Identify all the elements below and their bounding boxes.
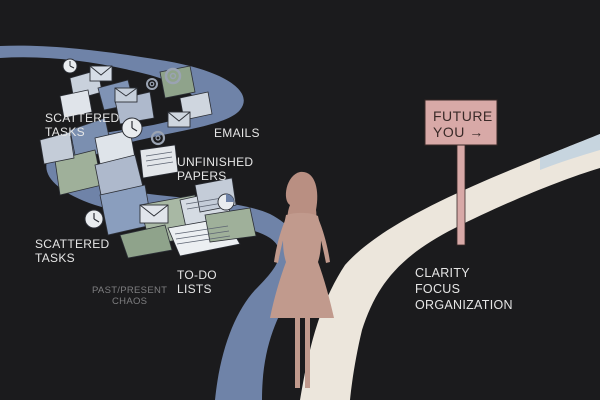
label-line: PAPERS: [177, 169, 227, 183]
gear-icon: [150, 130, 166, 146]
label-line: TASKS: [45, 125, 85, 139]
label-past-present-chaos: PAST/PRESENT CHAOS: [92, 285, 167, 307]
clock-icon: [62, 58, 78, 74]
envelope-icon: [89, 65, 113, 82]
label-line: LISTS: [177, 282, 212, 296]
sign-line-1: FUTURE: [433, 108, 493, 124]
label-line: SCATTERED: [35, 237, 110, 251]
paper: [119, 224, 173, 259]
clock-icon: [121, 117, 143, 139]
clarity-path: [300, 134, 600, 400]
label-scattered-tasks-top: SCATTERED TASKS: [45, 111, 119, 139]
label-line: EMAILS: [214, 126, 260, 140]
label-unfinished-papers: UNFINISHED PAPERS: [177, 155, 253, 183]
label-line: ORGANIZATION: [415, 298, 513, 312]
label-line: FOCUS: [415, 282, 461, 296]
clarity-path-glow: [540, 134, 600, 170]
envelope-icon: [114, 87, 138, 103]
paper: [39, 131, 75, 165]
sign-label: FUTURE YOU →: [433, 108, 493, 140]
label-todo-lists: TO-DO LISTS: [177, 268, 217, 296]
label-line: PAST/PRESENT: [92, 285, 168, 296]
label-line: UNFINISHED: [177, 155, 254, 169]
label-clarity-focus-organization: CLARITY FOCUS ORGANIZATION: [415, 265, 513, 313]
envelope-icon: [167, 111, 191, 128]
label-line: CLARITY: [415, 266, 470, 280]
sign-board: [424, 99, 498, 146]
gear-icon: [164, 67, 182, 85]
gear-icon: [146, 78, 158, 90]
sign-post: [456, 139, 466, 246]
label-line: TO-DO: [177, 268, 217, 282]
label-line: TASKS: [35, 251, 75, 265]
label-line: SCATTERED: [45, 111, 120, 125]
label-emails: EMAILS: [214, 126, 260, 140]
paper: [204, 207, 257, 243]
paper-lines: [145, 151, 231, 245]
sign-line-2: YOU →: [433, 124, 484, 140]
paper: [59, 89, 93, 119]
paper: [139, 144, 179, 179]
woman-figure: [270, 171, 334, 388]
clock-icon: [84, 209, 104, 229]
pie-chart-icon: [217, 193, 235, 211]
envelope-icon: [139, 204, 169, 224]
label-scattered-tasks-bottom: SCATTERED TASKS: [35, 237, 109, 265]
label-line: CHAOS: [112, 296, 148, 307]
